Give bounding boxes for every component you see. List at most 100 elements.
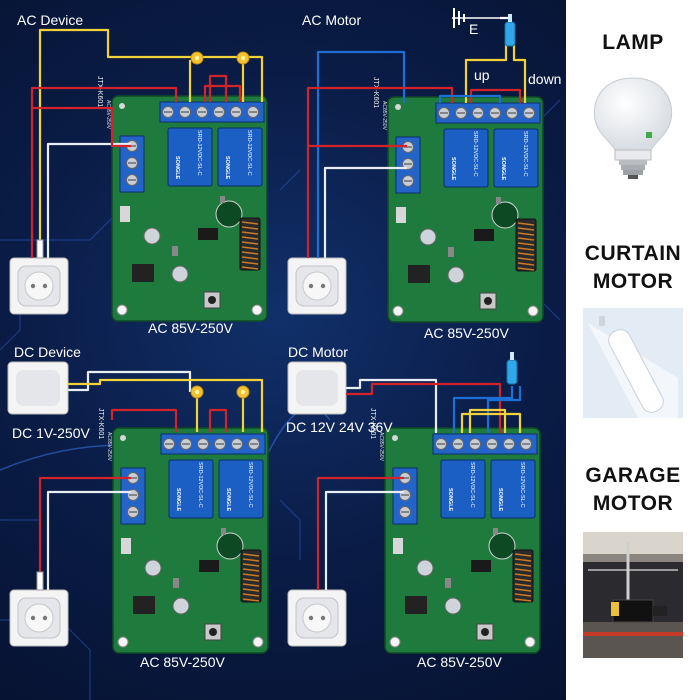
- relay: [167, 127, 213, 187]
- product-title-garage-motor: GARAGE MOTOR: [566, 462, 700, 518]
- bulb-icon: [236, 385, 250, 399]
- product-title-curtain-motor: CURTAIN MOTOR: [566, 240, 700, 296]
- dc-motor-range-label: DC 12V 24V 36V: [286, 419, 393, 435]
- relay-model-text: SRD-12VDC-SL-C: [196, 130, 202, 176]
- inductor: [405, 596, 427, 614]
- bulb-icon: [190, 385, 204, 399]
- ac-motor-plug: [504, 14, 516, 47]
- relay-model-text: SRD-12VDC-SL-C: [522, 131, 528, 177]
- board-model-text: JTX-K601: [96, 76, 103, 107]
- capacitor: [444, 597, 462, 615]
- relay-brand-text: SONGLE: [174, 156, 180, 180]
- mount-hole: [389, 636, 401, 648]
- supply-label-bottom-right: AC 85V-250V: [417, 654, 502, 670]
- bulb-icon: [190, 51, 204, 65]
- dc-device-range-label: DC 1V-250V: [12, 425, 90, 441]
- product-title-curtain-motor-text: CURTAIN MOTOR: [584, 242, 682, 293]
- capacitor: [419, 228, 437, 246]
- plug-icon: [36, 571, 44, 591]
- up-label: up: [474, 67, 490, 83]
- relay: [493, 128, 539, 188]
- wire-white: [324, 490, 404, 590]
- buzzer: [216, 532, 244, 560]
- ic-chip: [474, 229, 494, 241]
- mount-hole: [527, 305, 539, 317]
- relay: [168, 459, 214, 519]
- socket-bottom-right: [287, 589, 347, 647]
- relay-brand-text: SONGLE: [497, 488, 503, 512]
- board-model-text: JTX-K601: [97, 408, 104, 439]
- lamp-bulb-photo: [583, 70, 683, 180]
- relay-model-text: SRD-12VDC-SL-C: [247, 462, 253, 508]
- relay-model-text: SRD-12VDC-SL-C: [469, 462, 475, 508]
- relay-model-text: SRD-12VDC-SL-C: [246, 130, 252, 176]
- led: [396, 207, 406, 223]
- wire-white: [46, 142, 131, 258]
- product-title-lamp: LAMP: [602, 31, 664, 54]
- mount-hole: [252, 636, 264, 648]
- ac-motor-label: AC Motor: [302, 12, 362, 28]
- wire-white: [68, 370, 192, 392]
- mount-hole: [392, 305, 404, 317]
- capacitor: [447, 266, 465, 284]
- dc-device-label: DC Device: [14, 344, 81, 360]
- relay-brand-text: SONGLE: [500, 157, 506, 181]
- relay: [440, 459, 486, 519]
- relay: [217, 127, 263, 187]
- dc-motor-label: DC Motor: [288, 344, 348, 360]
- ic-chip: [199, 560, 219, 572]
- mount-hole: [116, 304, 128, 316]
- relay-model-text: SRD-12VDC-SL-C: [472, 131, 478, 177]
- capacitor: [171, 265, 189, 283]
- buzzer: [215, 200, 243, 228]
- capacitor: [172, 597, 190, 615]
- capacitor: [143, 227, 161, 245]
- relay-brand-text: SONGLE: [224, 156, 230, 180]
- wire-red: [38, 476, 131, 590]
- board-voltage-text: AC85V-250V: [106, 432, 112, 462]
- relay: [490, 459, 536, 519]
- relay-brand-text: SONGLE: [450, 157, 456, 181]
- ic-chip: [198, 228, 218, 240]
- wire-red: [30, 86, 178, 258]
- relay-model-text: SRD-12VDC-SL-C: [197, 462, 203, 508]
- buzzer: [491, 201, 519, 229]
- capacitor: [144, 559, 162, 577]
- inductor: [408, 265, 430, 283]
- wire-blue: [316, 50, 406, 258]
- supply-label-top-right: AC 85V-250V: [424, 325, 509, 341]
- wire-yellow: [68, 378, 264, 432]
- ac-device-label: AC Device: [17, 12, 84, 28]
- light-streak-2: [259, 407, 331, 471]
- bulb-icon: [236, 51, 250, 65]
- led: [393, 538, 403, 554]
- ic-chip: [471, 560, 491, 572]
- supply-label-top-left: AC 85V-250V: [148, 320, 233, 336]
- relay: [218, 459, 264, 519]
- supply-label-bottom-left: AC 85V-250V: [140, 654, 225, 670]
- board-model-text: JTX-K601: [372, 77, 379, 108]
- product-panel: LAMP CURTAIN MOTOR: [566, 0, 700, 700]
- wire-white: [46, 490, 131, 590]
- wire-yellow: [38, 28, 264, 258]
- socket-top-right: [287, 257, 347, 315]
- wire-red: [316, 476, 404, 590]
- led: [120, 206, 130, 222]
- mount-hole: [524, 636, 536, 648]
- socket-top-left: [9, 257, 69, 315]
- socket-bottom-left: [9, 589, 69, 647]
- relay-brand-text: SONGLE: [447, 488, 453, 512]
- board-model-text: JTX-K601: [369, 408, 376, 439]
- capacitor: [416, 559, 434, 577]
- board-voltage-text: AC85V-250V: [381, 101, 387, 131]
- earth-label: E: [469, 21, 479, 37]
- board-voltage-text: AC85V-250V: [378, 432, 384, 462]
- wire-blue: [452, 386, 514, 433]
- inductor: [132, 264, 154, 282]
